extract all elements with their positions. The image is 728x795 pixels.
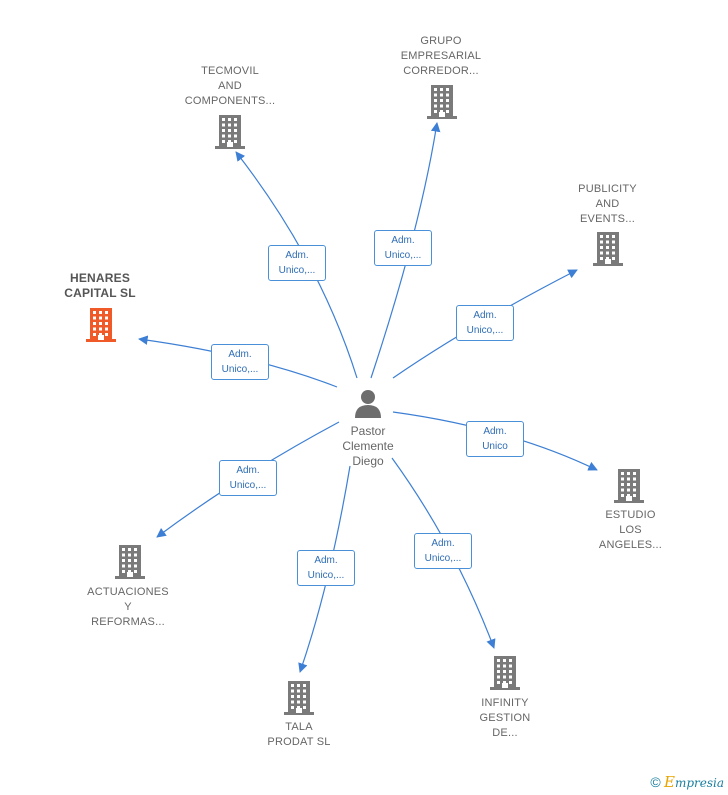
edge-label-line: Unico,...: [221, 364, 259, 375]
company-label-line: ANGELES...: [598, 539, 663, 551]
edge-label-line: Adm.: [483, 426, 507, 437]
edge-label-tala[interactable]: Adm. Unico,...: [297, 550, 355, 586]
building-icon[interactable]: [613, 469, 645, 508]
company-label-line: TECMOVIL: [201, 65, 259, 77]
brand-name: mpresia: [674, 776, 724, 790]
building-icon[interactable]: [489, 656, 521, 695]
edge-label-line: Unico,...: [307, 570, 345, 581]
edge-label-estudio[interactable]: Adm. Unico: [466, 421, 524, 457]
edge-label-line: Adm.: [228, 349, 252, 360]
company-label-line: ACTUACIONES: [87, 586, 169, 598]
company-label-line: GRUPO: [420, 35, 462, 47]
company-label-line: PRODAT SL: [267, 736, 331, 748]
center-name-line-1: Pastor: [350, 424, 386, 438]
company-label-grupo[interactable]: GRUPO EMPRESARIAL CORREDOR...: [385, 34, 497, 79]
company-label-line: PUBLICITY: [578, 183, 637, 195]
edge-label-line: Adm.: [391, 235, 415, 246]
center-name-line-3: Diego: [352, 454, 384, 468]
edge-label-infinity[interactable]: Adm. Unico,...: [414, 533, 472, 569]
company-label-line: COMPONENTS...: [184, 95, 276, 107]
company-label-line: AND: [595, 198, 620, 210]
center-person-name[interactable]: Pastor Clemente Diego: [318, 424, 418, 469]
edge-label-line: Unico,...: [229, 480, 267, 491]
building-icon[interactable]: [114, 545, 146, 584]
company-label-line: CAPITAL SL: [64, 286, 136, 300]
edge-label-line: Unico,...: [384, 250, 422, 261]
person-icon[interactable]: [353, 388, 383, 418]
edge-label-line: Adm.: [473, 310, 497, 321]
building-icon[interactable]: [214, 115, 246, 154]
company-label-line: EMPRESARIAL: [400, 50, 482, 62]
company-label-line: CORREDOR...: [403, 65, 479, 77]
company-label-line: DE...: [492, 727, 518, 739]
company-label-line: INFINITY: [481, 697, 529, 709]
edge-label-line: Adm.: [431, 538, 455, 549]
edge-label-line: Unico: [482, 441, 508, 452]
edge-label-line: Unico,...: [466, 325, 504, 336]
edge-label-henares[interactable]: Adm. Unico,...: [211, 344, 269, 380]
edge-label-line: Unico,...: [424, 553, 462, 564]
edge-label-line: Adm.: [236, 465, 260, 476]
edge-label-tecmovil[interactable]: Adm. Unico,...: [268, 245, 326, 281]
company-label-line: Y: [124, 601, 132, 613]
edge-label-grupo[interactable]: Adm. Unico,...: [374, 230, 432, 266]
building-icon[interactable]: [426, 85, 458, 124]
center-name-line-2: Clemente: [342, 439, 394, 453]
edge-label-line: Unico,...: [278, 265, 316, 276]
edge-label-line: Adm.: [314, 555, 338, 566]
edge-label-actuaciones[interactable]: Adm. Unico,...: [219, 460, 277, 496]
building-icon[interactable]: [592, 232, 624, 271]
company-label-line: TALA: [285, 721, 313, 733]
company-label-line: ESTUDIO: [605, 509, 656, 521]
footer-brand: © Empresia: [650, 773, 724, 791]
company-label-line: HENARES: [69, 271, 131, 285]
company-label-estudio[interactable]: ESTUDIO LOS ANGELES...: [583, 508, 678, 553]
company-label-publicity[interactable]: PUBLICITY AND EVENTS...: [560, 182, 655, 227]
edge-label-line: Adm.: [285, 250, 309, 261]
company-label-line: REFORMAS...: [91, 616, 165, 628]
building-icon[interactable]: [85, 308, 117, 347]
company-label-line: EVENTS...: [580, 213, 635, 225]
company-label-line: LOS: [619, 524, 642, 536]
company-label-line: AND: [218, 80, 242, 92]
edge-label-publicity[interactable]: Adm. Unico,...: [456, 305, 514, 341]
company-label-tala[interactable]: TALA PRODAT SL: [254, 720, 344, 750]
company-label-tecmovil[interactable]: TECMOVIL AND COMPONENTS...: [175, 64, 285, 109]
brand-initial: E: [663, 773, 675, 791]
company-label-line: GESTION: [479, 712, 531, 724]
company-label-infinity[interactable]: INFINITY GESTION DE...: [460, 696, 550, 741]
copyright-icon: ©: [650, 774, 661, 790]
building-icon[interactable]: [283, 681, 315, 720]
company-label-actuaciones[interactable]: ACTUACIONES Y REFORMAS...: [72, 585, 184, 630]
